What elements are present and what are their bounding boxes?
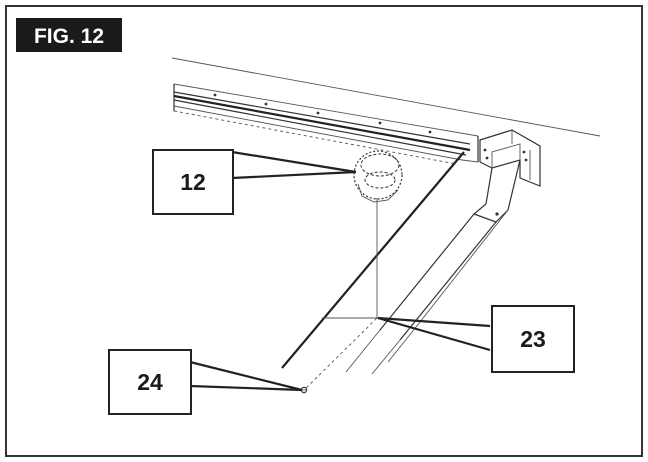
figure-tag-label: FIG. 12: [34, 25, 104, 48]
callout-24: 24: [108, 349, 303, 415]
knob: [353, 150, 403, 203]
callout-12-box: [152, 149, 234, 215]
figure-frame: [5, 5, 643, 457]
figure-tag: FIG. 12: [16, 18, 122, 52]
callout-24-box: [108, 349, 192, 415]
callout-23-label: 23: [520, 326, 546, 352]
callout-24-label: 24: [137, 369, 163, 395]
callout-12-label: 12: [180, 169, 206, 195]
end-bracket: [479, 129, 541, 187]
callout-23: 23: [377, 305, 575, 373]
cable: [281, 151, 465, 369]
rail-assembly: [173, 83, 479, 165]
ceiling-line: [171, 57, 601, 137]
figure-tag-background: [16, 18, 122, 52]
callout-23-box: [491, 305, 575, 373]
callout-12: 12: [152, 149, 357, 215]
